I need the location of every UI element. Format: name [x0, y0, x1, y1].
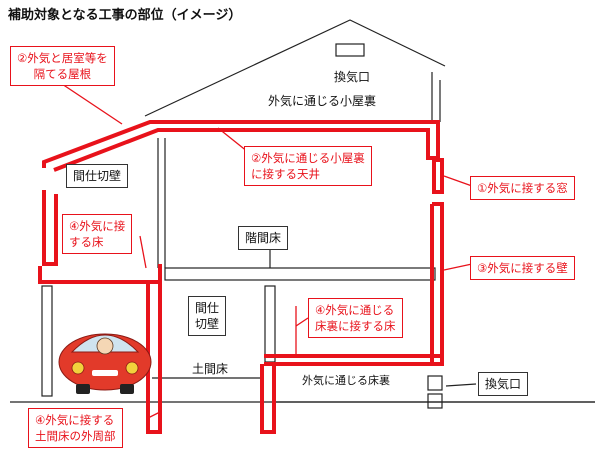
callout-underfloor: ④外気に通じる 床裏に接する床	[308, 298, 403, 338]
callout-roof: ②外気と居室等を 隔てる屋根	[10, 46, 115, 86]
insulated-right-wall	[430, 202, 444, 366]
insulated-earth-floor-base	[260, 364, 276, 434]
floor-between-beam	[164, 267, 436, 281]
insulated-earth-floor-perimeter	[146, 280, 162, 434]
label-partition-upper: 間仕切壁	[66, 164, 129, 188]
label-vent-top: 換気口	[334, 70, 371, 84]
insulated-floor-left	[38, 264, 162, 284]
label-partition-lower: 間仕 切壁	[188, 296, 227, 336]
insulated-underfloor	[264, 354, 444, 366]
callout-attic-ceiling: ②外気に通じる小屋裏 に接する天井	[244, 146, 372, 186]
label-attic: 外気に通じる小屋裏	[268, 94, 377, 108]
label-vent-bottom: 換気口	[478, 372, 529, 396]
label-earth-floor: 土間床	[192, 362, 229, 376]
callout-window: ①外気に接する窓	[470, 176, 575, 200]
insulated-left-wall	[42, 190, 58, 266]
lower-partition-post	[264, 285, 276, 363]
label-underfloor-space: 外気に通じる床裏	[302, 374, 390, 387]
garage-column	[41, 285, 53, 397]
callout-floor-left: ④外気に接 する床	[62, 214, 133, 254]
callout-earth-floor: ④外気に接する 土間床の外周部	[28, 408, 123, 448]
callout-wall: ③外気に接する壁	[470, 256, 575, 280]
roof-outline	[144, 19, 446, 117]
diagram-title: 補助対象となる工事の部位（イメージ）	[8, 8, 242, 23]
top-vent	[335, 43, 365, 57]
label-floor-between: 階間床	[238, 226, 289, 250]
insulated-window	[432, 158, 444, 194]
car-illustration	[58, 333, 152, 394]
bottom-vent	[427, 375, 443, 391]
